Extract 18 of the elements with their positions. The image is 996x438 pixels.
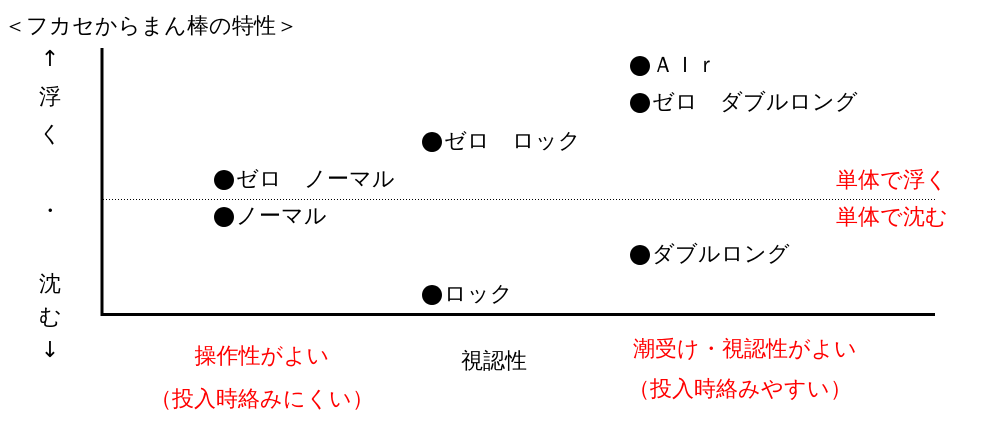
point-label: ゼロ ノーマル <box>236 168 395 192</box>
zone-label: 単体で浮く <box>836 169 948 193</box>
point-label: ゼロ ダブルロング <box>652 91 858 115</box>
point-label: ダブルロング <box>652 243 790 267</box>
axis-label: ↑浮く <box>39 46 61 149</box>
zone-label: 単体で沈む <box>836 206 948 230</box>
axis-label: ・ <box>39 200 61 224</box>
point-label: ＡＩｒ <box>652 54 718 78</box>
point-label: ロック <box>444 283 513 307</box>
category-label: 視認性 <box>461 350 527 374</box>
category-label: 操作性がよい <box>194 345 330 369</box>
axis-label: 沈む↓ <box>39 271 61 365</box>
category-label: 潮受け・視認性がよい <box>633 338 857 362</box>
point-label: ノーマル <box>236 205 327 229</box>
category-note: （投入時絡みやすい） <box>628 378 852 402</box>
category-note: （投入時絡みにくい） <box>150 388 374 412</box>
point-label: ゼロ ロック <box>444 130 581 154</box>
chart-title: ＜フカセからまん棒の特性＞ <box>4 15 298 39</box>
